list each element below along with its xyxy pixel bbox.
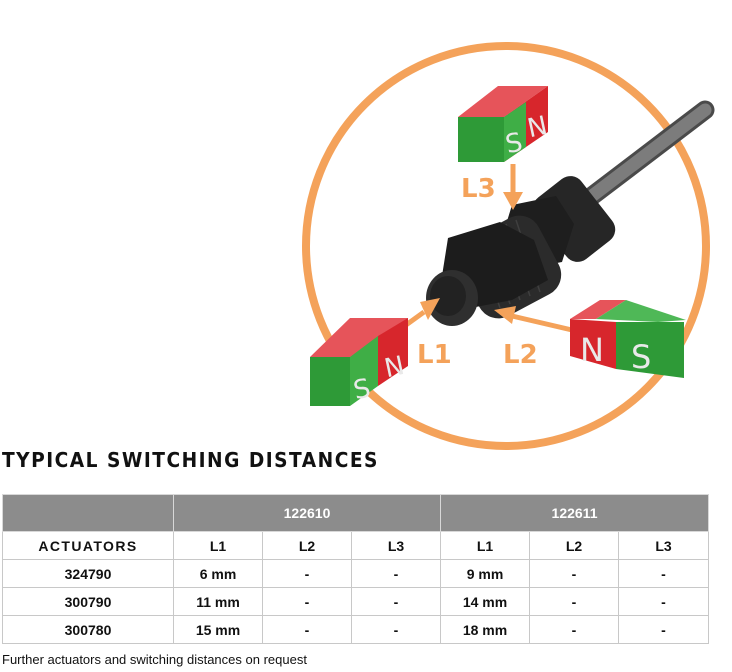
sub-header-cell: L1	[173, 531, 263, 560]
sub-header-cell: L2	[262, 531, 352, 560]
distance-cell: -	[529, 587, 619, 616]
distance-cell: 9 mm	[440, 559, 530, 588]
distance-cell: 14 mm	[440, 587, 530, 616]
footnote: Further actuators and switching distance…	[2, 652, 307, 667]
svg-text:N: N	[580, 331, 604, 369]
magnet-top: S N	[458, 86, 550, 162]
distance-cell: -	[529, 615, 619, 644]
distance-cell: -	[529, 559, 619, 588]
distance-cell: -	[262, 559, 352, 588]
distance-cell: -	[351, 615, 441, 644]
actuator-id: 324790	[2, 559, 174, 588]
table-row: 300790 11 mm - - 14 mm - -	[2, 587, 710, 616]
svg-text:S: S	[351, 373, 373, 406]
range-circle	[302, 42, 710, 450]
distance-cell: -	[351, 559, 441, 588]
proximity-sensor	[426, 176, 616, 326]
table-row: 324790 6 mm - - 9 mm - -	[2, 559, 710, 588]
distance-cell: -	[351, 587, 441, 616]
distance-cell: 6 mm	[173, 559, 263, 588]
actuator-id: 300790	[2, 587, 174, 616]
distance-cell: -	[262, 587, 352, 616]
distance-cell: -	[617, 615, 710, 644]
magnet-left: S N	[310, 318, 408, 406]
sub-header-cell: L3	[617, 531, 710, 560]
magnet-right: N S	[570, 300, 686, 378]
distance-cell: -	[262, 615, 352, 644]
distance-label-l2: L2	[503, 340, 538, 370]
sub-header-cell: L1	[440, 531, 530, 560]
empty-header-cell	[2, 494, 174, 532]
sub-header-row: ACTUATORS L1 L2 L3 L1 L2 L3	[2, 531, 710, 560]
distance-cell: -	[617, 587, 710, 616]
sub-header-cell: L2	[529, 531, 619, 560]
distance-cell: -	[617, 559, 710, 588]
svg-text:S: S	[503, 127, 525, 160]
sub-header-cell: L3	[351, 531, 441, 560]
distance-label-l1: L1	[417, 340, 452, 370]
actuators-header: ACTUATORS	[2, 531, 174, 560]
section-heading: TYPICAL SWITCHING DISTANCES	[2, 448, 379, 472]
group-header-row: 122610 122611	[2, 494, 710, 532]
distance-label-l3: L3	[461, 174, 496, 204]
group-header-122611: 122611	[439, 494, 710, 532]
distance-cell: 18 mm	[440, 615, 530, 644]
svg-text:S: S	[631, 338, 651, 376]
group-header-122610: 122610	[173, 494, 441, 532]
distance-cell: 11 mm	[173, 587, 263, 616]
table-row: 300780 15 mm - - 18 mm - -	[2, 615, 710, 644]
switching-distances-table: 122610 122611 ACTUATORS L1 L2 L3 L1 L2 L…	[2, 494, 710, 644]
actuator-id: 300780	[2, 615, 174, 644]
distance-cell: 15 mm	[173, 615, 263, 644]
sensor-illustration: L3 L1 L2 S N S N N S	[302, 42, 715, 450]
